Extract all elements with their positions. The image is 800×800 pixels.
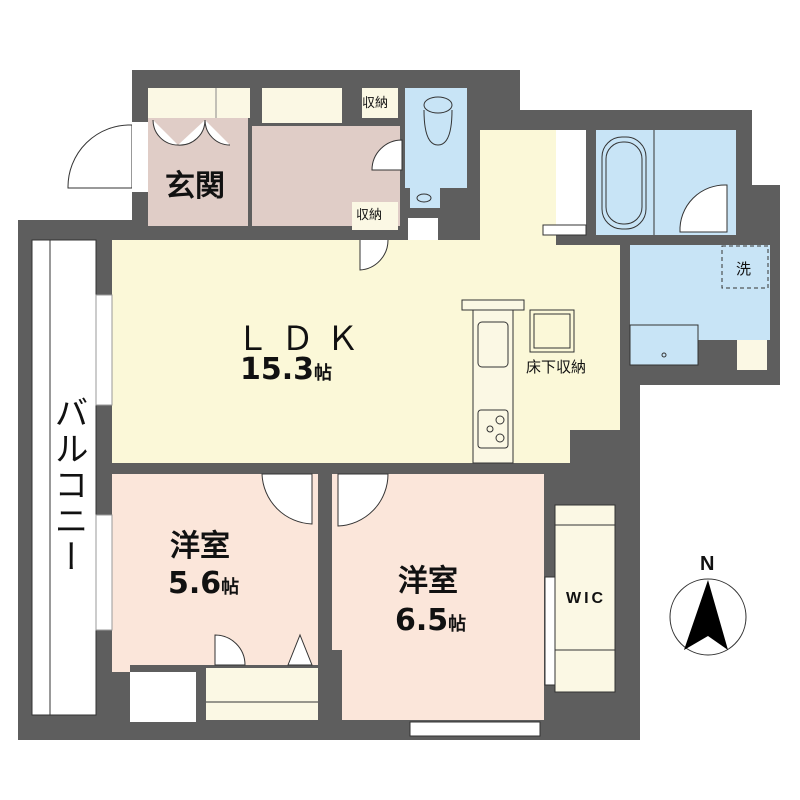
bedroom2-area-unit: 帖 xyxy=(448,614,467,635)
balcony xyxy=(31,239,97,716)
laundry-label: 洗 xyxy=(736,260,752,278)
bedroom2-area-value: 6.5 xyxy=(395,603,449,638)
bedroom2-floor xyxy=(332,474,544,720)
storage-mid-label: 収納 xyxy=(356,208,383,223)
storage-top-label: 収納 xyxy=(362,96,389,111)
balcony-label: バルコニー xyxy=(48,395,88,575)
bedroom1-area: 5.6帖 xyxy=(168,566,239,601)
wic xyxy=(554,504,616,693)
ldk-area-value: 15.3 xyxy=(240,352,315,387)
entrance-label: 玄関 xyxy=(165,169,225,204)
bedroom1-area-value: 5.6 xyxy=(168,566,222,601)
compass-icon xyxy=(669,578,747,656)
compass-north-label: N xyxy=(700,553,715,575)
bedroom1-area-unit: 帖 xyxy=(221,577,240,598)
ldk-area-unit: 帖 xyxy=(314,363,333,384)
washroom xyxy=(630,245,770,340)
underfloor-storage-label: 床下収納 xyxy=(526,358,587,376)
ldk-area: 15.3帖 xyxy=(240,352,332,387)
bedroom2-area: 6.5帖 xyxy=(395,603,466,638)
ldk-label: ＬＤＫ xyxy=(236,319,371,358)
toilet-room xyxy=(405,88,467,188)
bedroom1-floor xyxy=(112,474,318,672)
bedroom2-label: 洋室 xyxy=(398,564,458,599)
wic-label: WIC xyxy=(566,590,607,607)
bedroom1-label: 洋室 xyxy=(170,529,230,564)
